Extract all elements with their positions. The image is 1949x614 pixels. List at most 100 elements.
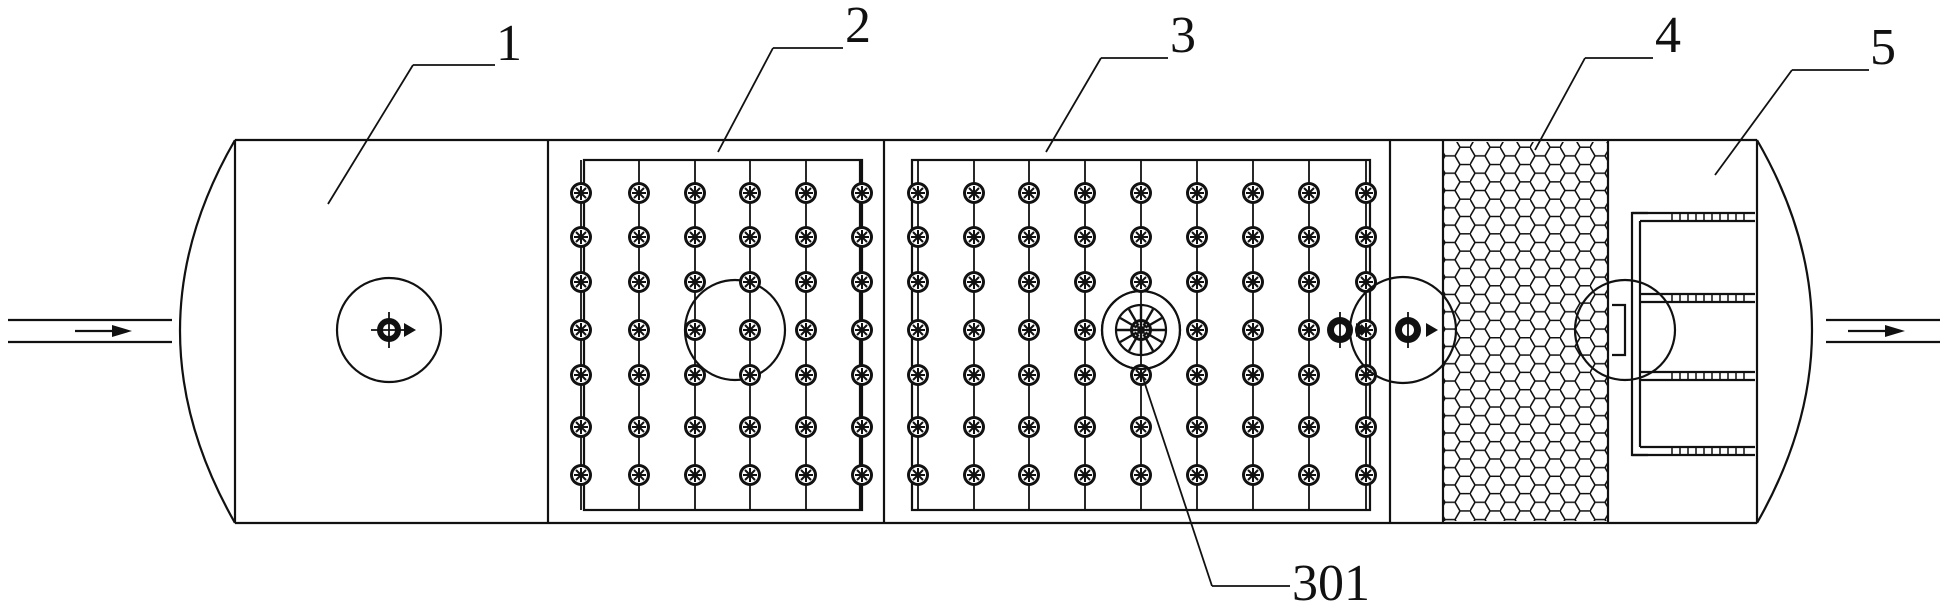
spray-nozzle <box>1241 270 1265 294</box>
spray-nozzle <box>850 225 874 249</box>
fan-impeller-301 <box>1100 289 1182 371</box>
spray-nozzle <box>627 225 651 249</box>
leader-lines <box>327 47 1869 587</box>
spray-nozzle <box>738 415 762 439</box>
spray-nozzle <box>906 225 930 249</box>
spray-nozzle <box>1241 363 1265 387</box>
spray-nozzle <box>627 463 651 487</box>
fan-blade <box>1144 316 1163 329</box>
spray-nozzle <box>1185 270 1209 294</box>
spray-nozzle <box>1017 270 1041 294</box>
spray-nozzle <box>683 318 707 342</box>
spray-nozzle <box>794 225 818 249</box>
chamber-5-outlet-header <box>1573 211 1755 457</box>
spray-nozzle <box>1017 318 1041 342</box>
spray-nozzle <box>906 363 930 387</box>
spray-nozzle <box>1073 225 1097 249</box>
spray-nozzle <box>1297 225 1321 249</box>
spray-nozzle <box>569 270 593 294</box>
spray-nozzle <box>1185 363 1209 387</box>
spray-nozzle <box>683 363 707 387</box>
spray-nozzle <box>962 415 986 439</box>
spray-nozzle <box>683 181 707 205</box>
spray-nozzle <box>683 463 707 487</box>
spray-nozzle <box>1354 225 1378 249</box>
spray-nozzle <box>1185 463 1209 487</box>
spray-nozzle <box>906 181 930 205</box>
spray-nozzle <box>738 318 762 342</box>
spray-nozzle <box>1073 318 1097 342</box>
outlet-pipe <box>1826 318 1940 344</box>
spray-nozzle <box>569 225 593 249</box>
spray-nozzle <box>962 463 986 487</box>
spray-nozzle <box>1073 270 1097 294</box>
spray-nozzle <box>1185 318 1209 342</box>
spray-nozzle <box>1017 181 1041 205</box>
spray-nozzle <box>1354 270 1378 294</box>
transfer-pump <box>1327 275 1458 385</box>
spray-nozzle <box>962 181 986 205</box>
spray-nozzle <box>906 415 930 439</box>
spray-nozzle <box>683 225 707 249</box>
vessel-shell <box>179 138 1813 525</box>
chamber-1-circulator <box>335 276 443 384</box>
spray-nozzle <box>738 363 762 387</box>
spray-nozzle <box>1297 318 1321 342</box>
fan-blade <box>1144 331 1163 344</box>
spray-nozzle <box>1017 415 1041 439</box>
spray-nozzle <box>1241 181 1265 205</box>
fan-blade <box>1127 333 1140 352</box>
spray-nozzle <box>1354 463 1378 487</box>
spray-nozzle <box>1185 225 1209 249</box>
spray-nozzle <box>794 318 818 342</box>
spray-nozzle <box>1017 463 1041 487</box>
spray-nozzle <box>627 363 651 387</box>
spray-nozzle <box>1297 463 1321 487</box>
spray-nozzle <box>1185 181 1209 205</box>
spray-nozzle <box>1129 181 1153 205</box>
spray-nozzle <box>1073 363 1097 387</box>
spray-nozzle <box>906 463 930 487</box>
spray-nozzle <box>850 415 874 439</box>
spray-nozzle <box>569 318 593 342</box>
spray-nozzle <box>794 181 818 205</box>
spray-nozzle <box>569 363 593 387</box>
spray-nozzle <box>906 270 930 294</box>
spray-nozzle <box>794 363 818 387</box>
fan-blade <box>1142 308 1155 327</box>
spray-nozzle <box>1073 463 1097 487</box>
spray-nozzle <box>850 318 874 342</box>
fan-blade <box>1119 316 1138 329</box>
label-4: 4 <box>1655 7 1681 64</box>
label-1: 1 <box>496 15 522 72</box>
spray-nozzle <box>1241 318 1265 342</box>
spray-nozzle <box>569 463 593 487</box>
label-2: 2 <box>845 0 871 54</box>
spray-nozzle <box>1354 415 1378 439</box>
spray-nozzle <box>738 270 762 294</box>
spray-nozzle <box>962 225 986 249</box>
spray-nozzle <box>1354 181 1378 205</box>
label-3: 3 <box>1170 7 1196 64</box>
honeycomb-packing <box>1443 142 1608 521</box>
chamber-2-frame <box>582 158 864 512</box>
inlet-pipe <box>8 318 172 344</box>
spray-nozzle <box>738 181 762 205</box>
fan-blade <box>1127 308 1140 327</box>
spray-nozzle <box>627 415 651 439</box>
label-301: 301 <box>1292 555 1370 612</box>
spray-nozzle <box>683 270 707 294</box>
spray-nozzle <box>1017 363 1041 387</box>
spray-nozzle <box>1241 415 1265 439</box>
spray-nozzle <box>1185 415 1209 439</box>
spray-nozzle <box>569 415 593 439</box>
spray-nozzle <box>1073 415 1097 439</box>
spray-nozzle <box>794 270 818 294</box>
spray-nozzle <box>1241 463 1265 487</box>
spray-nozzle <box>1129 270 1153 294</box>
spray-nozzle <box>1297 181 1321 205</box>
spray-nozzle <box>962 363 986 387</box>
spray-nozzle <box>627 318 651 342</box>
spray-nozzle <box>794 463 818 487</box>
